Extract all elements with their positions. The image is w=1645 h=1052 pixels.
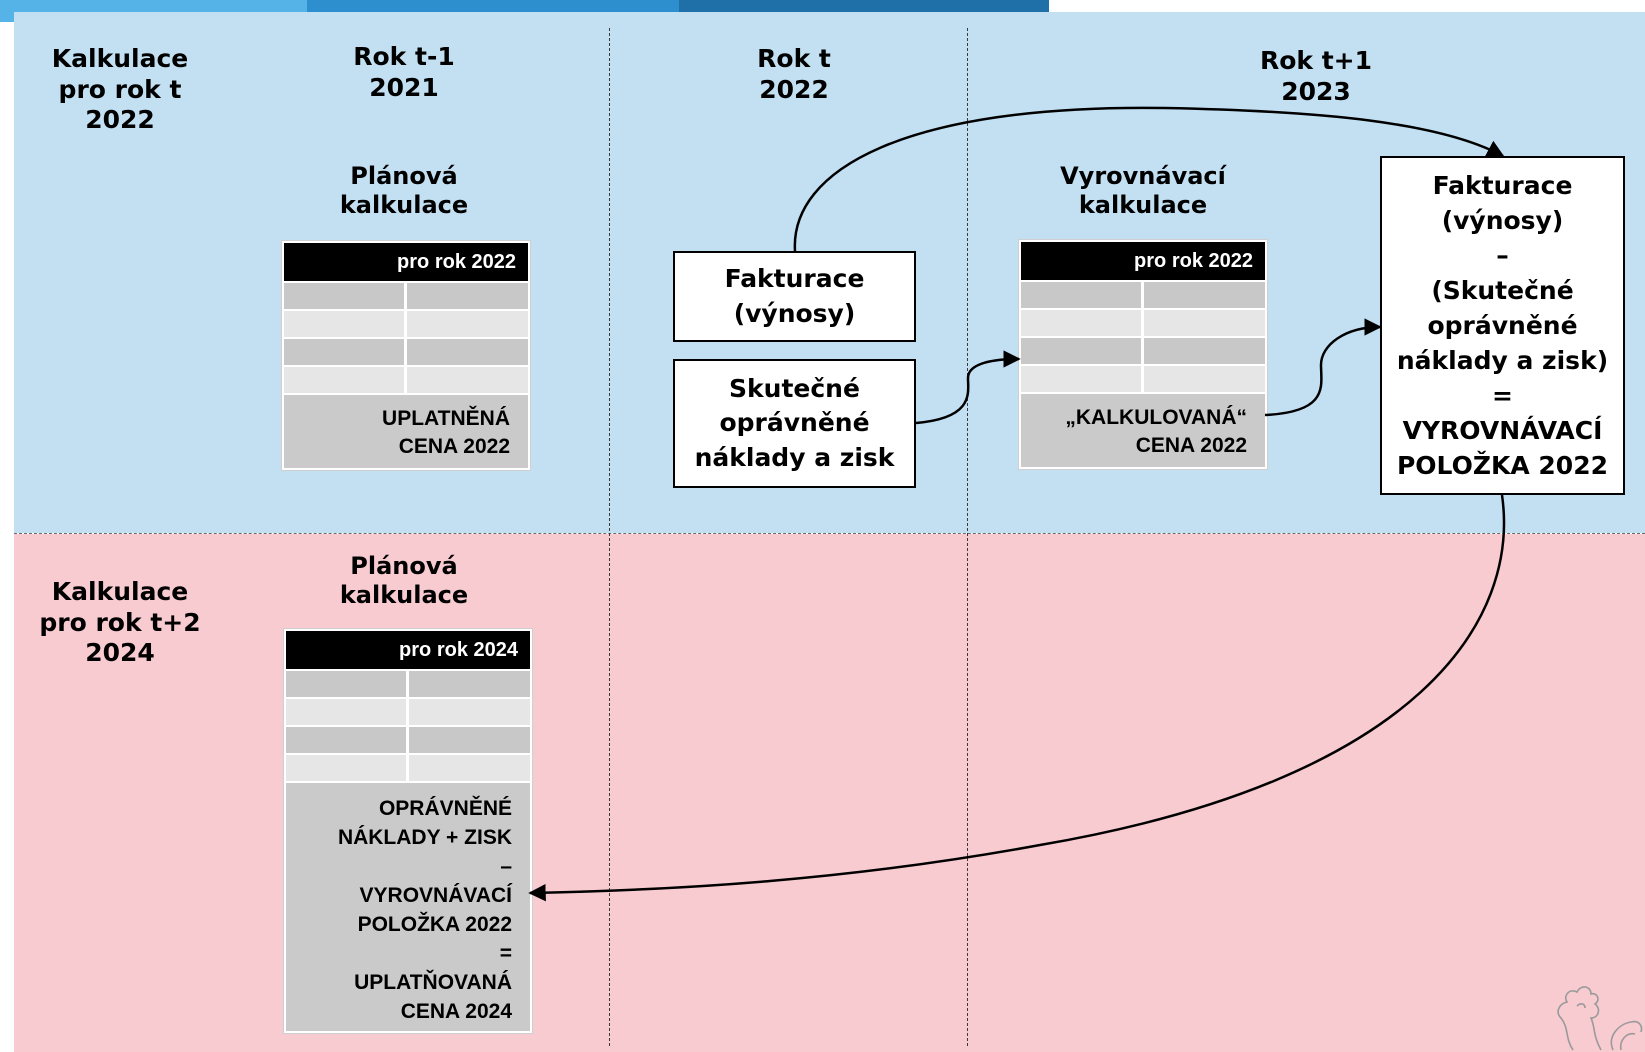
horizontal-separator bbox=[14, 533, 1645, 534]
row-label-year-t2: Kalkulace pro rok t+2 2024 bbox=[39, 577, 201, 667]
plan-2022-table: pro rok 2022 UPLATNĚNÁ CENA 2022 bbox=[282, 241, 530, 470]
row-label-year-t: Kalkulace pro rok t 2022 bbox=[51, 44, 189, 134]
vyrovnavaci-polozka-box: Fakturace (výnosy) – (Skutečné oprávněné… bbox=[1380, 156, 1625, 495]
plan-2022-table-header: pro rok 2022 bbox=[284, 243, 528, 281]
table-row bbox=[286, 727, 530, 753]
vyrovnavaci-table-footer: „KALKULOVANÁ“ CENA 2022 bbox=[1021, 394, 1265, 467]
plan-2024-table: pro rok 2024 OPRÁVNĚNÉ NÁKLADY + ZISK – … bbox=[284, 629, 532, 1033]
table-row bbox=[1021, 366, 1265, 392]
table-row bbox=[284, 339, 528, 365]
vyrovnavaci-caption: Vyrovnávací kalkulace bbox=[1060, 162, 1226, 220]
table-row bbox=[284, 311, 528, 337]
arrow-skutecne-to-vyrovnavaci bbox=[915, 350, 1021, 425]
table-row bbox=[284, 283, 528, 309]
table-row bbox=[286, 671, 530, 697]
plan-2022-caption: Plánová kalkulace bbox=[339, 162, 469, 220]
plan-2024-table-footer: OPRÁVNĚNÉ NÁKLADY + ZISK – VYROVNÁVACÍ P… bbox=[286, 783, 530, 1031]
plan-2024-table-header: pro rok 2024 bbox=[286, 631, 530, 669]
column-header-t: Rok t 2022 bbox=[757, 44, 831, 104]
table-row bbox=[1021, 338, 1265, 364]
column-header-t-plus-1: Rok t+1 2023 bbox=[1259, 46, 1373, 106]
column-separator-2 bbox=[967, 28, 968, 1046]
column-header-t-minus-1: Rok t-1 2021 bbox=[353, 42, 455, 102]
column-separator-1 bbox=[609, 28, 610, 1046]
table-row bbox=[1021, 310, 1265, 336]
vyrovnavaci-table: pro rok 2022 „KALKULOVANÁ“ CENA 2022 bbox=[1019, 240, 1267, 469]
table-row bbox=[286, 699, 530, 725]
skutecne-naklady-box: Skutečné oprávněné náklady a zisk bbox=[673, 359, 916, 488]
plan-2022-table-footer: UPLATNĚNÁ CENA 2022 bbox=[284, 395, 528, 468]
arrow-vyrovnavaci-to-result bbox=[1264, 318, 1382, 417]
lion-emblem-watermark-icon bbox=[1557, 986, 1643, 1051]
arrow-result-to-plan-2024 bbox=[528, 494, 1506, 902]
fakturace-box: Fakturace (výnosy) bbox=[673, 251, 916, 342]
arrow-fakturace-to-result bbox=[793, 106, 1505, 252]
table-row bbox=[284, 367, 528, 393]
plan-2024-caption: Plánová kalkulace bbox=[339, 552, 469, 610]
table-row bbox=[286, 755, 530, 781]
vyrovnavaci-table-header: pro rok 2022 bbox=[1021, 242, 1265, 280]
table-row bbox=[1021, 282, 1265, 308]
